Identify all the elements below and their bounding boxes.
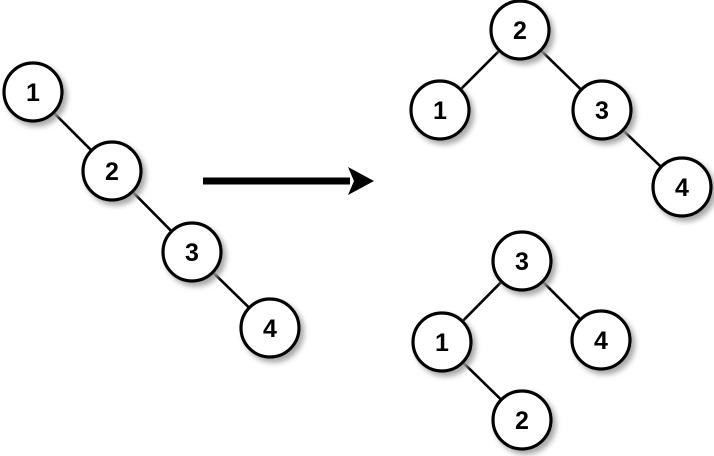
transform-arrow — [203, 167, 374, 195]
node-circle — [491, 389, 553, 451]
tree-edge-a3-a4 — [620, 127, 664, 170]
tree-node-output-balanced-tree-root-2-1[interactable]: 1 — [409, 79, 471, 141]
node-label: 1 — [26, 79, 40, 107]
tree-node-input-skewed-tree-2[interactable]: 2 — [81, 140, 143, 202]
node-circle — [571, 79, 633, 141]
tree-node-input-skewed-tree-4[interactable]: 4 — [239, 297, 301, 359]
tree-edge-l3-l4 — [210, 269, 252, 311]
node-label: 4 — [263, 315, 277, 343]
tree-node-output-balanced-tree-root-3-4[interactable]: 4 — [570, 309, 632, 371]
tree-edge-l1-l2 — [51, 110, 94, 153]
tree-node-input-skewed-tree-1[interactable]: 1 — [2, 61, 64, 123]
node-circle — [651, 156, 713, 218]
tree-node-output-balanced-tree-root-2-4[interactable]: 4 — [651, 156, 713, 218]
node-label: 3 — [595, 97, 609, 125]
node-label: 4 — [675, 174, 689, 202]
node-circle — [409, 79, 471, 141]
node-circle — [2, 61, 64, 123]
node-label: 4 — [594, 327, 608, 355]
node-label: 3 — [515, 248, 529, 276]
edges-layer — [51, 47, 664, 403]
node-label: 2 — [515, 407, 529, 435]
node-circle — [491, 230, 553, 292]
node-label: 2 — [105, 158, 119, 186]
arrow-shaft — [203, 177, 350, 185]
tree-edge-b1-b2 — [460, 359, 504, 403]
node-circle — [570, 309, 632, 371]
node-circle — [161, 221, 223, 283]
tree-edge-l2-l3 — [130, 189, 174, 234]
tree-node-output-balanced-tree-root-2-2[interactable]: 2 — [489, 0, 551, 61]
tree-edge-a2-a1 — [458, 48, 502, 92]
tree-node-output-balanced-tree-root-2-3[interactable]: 3 — [571, 79, 633, 141]
tree-edge-b3-b4 — [540, 279, 583, 322]
tree-edge-b3-b1 — [460, 279, 504, 324]
node-circle — [81, 140, 143, 202]
tree-edge-a2-a3 — [538, 47, 584, 93]
tree-node-output-balanced-tree-root-3-3[interactable]: 3 — [491, 230, 553, 292]
tree-node-output-balanced-tree-root-3-1[interactable]: 1 — [411, 311, 473, 373]
tree-node-output-balanced-tree-root-3-2[interactable]: 2 — [491, 389, 553, 451]
node-circle — [489, 0, 551, 61]
node-label: 1 — [433, 97, 447, 125]
node-circle — [239, 297, 301, 359]
node-circle — [411, 311, 473, 373]
node-label: 2 — [513, 17, 527, 45]
tree-node-input-skewed-tree-3[interactable]: 3 — [161, 221, 223, 283]
node-label: 1 — [435, 329, 449, 357]
arrow-head-icon — [348, 167, 374, 195]
node-label: 3 — [185, 239, 199, 267]
